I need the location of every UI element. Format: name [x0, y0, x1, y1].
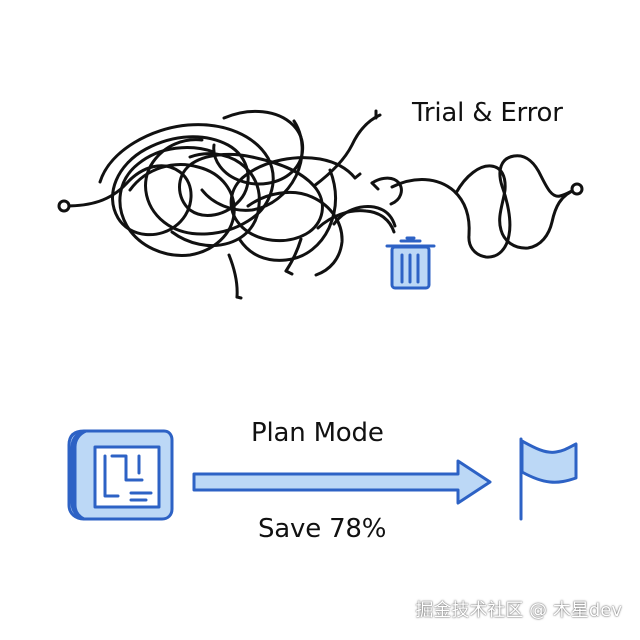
- watermark: 掘金技术社区 @ 木星dev: [415, 600, 622, 621]
- flag-icon: [519, 437, 578, 521]
- trial-start-dot: [57, 199, 71, 213]
- plan-mode-label: Plan Mode: [251, 418, 384, 448]
- trash-icon: [385, 236, 436, 290]
- blueprint-icon: [67, 429, 174, 521]
- save-label: Save 78%: [258, 514, 387, 544]
- plan-arrow: [192, 459, 492, 505]
- trial-error-label: Trial & Error: [412, 98, 563, 128]
- trial-end-dot: [570, 182, 584, 196]
- trial-error-path: [64, 109, 579, 300]
